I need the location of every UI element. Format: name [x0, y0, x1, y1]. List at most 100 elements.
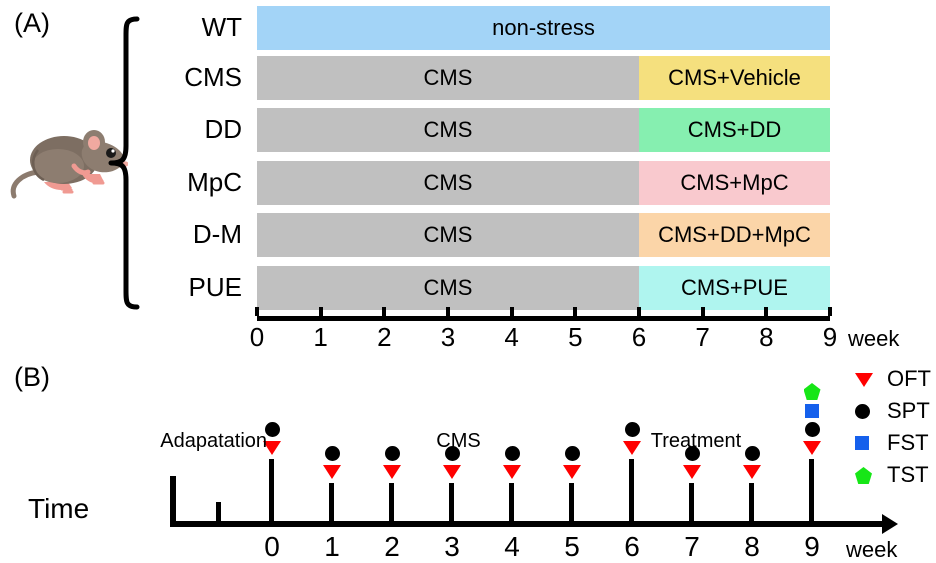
timeline-tick-label-1: 1	[324, 531, 340, 562]
timeline-arrow-icon	[882, 514, 898, 534]
timeline-tick-week-4	[509, 483, 514, 521]
triangle-down-icon	[683, 465, 701, 479]
phase-caption-cms: CMS	[436, 430, 481, 452]
triangle-down-icon	[443, 465, 461, 479]
bar-segment-mpc-1: CMS+MpC	[639, 161, 830, 205]
panel-a-unit-label: week	[848, 326, 900, 351]
circle-icon	[684, 446, 700, 461]
group-label-dd: DD	[204, 114, 242, 144]
circle-icon	[744, 446, 760, 461]
pentagon-icon	[855, 467, 872, 484]
circle-icon	[264, 422, 280, 437]
panel-a-tick-label-3: 3	[440, 322, 456, 352]
timeline-tick-week-9	[809, 459, 814, 521]
timeline-start-bar	[170, 476, 176, 521]
timeline-baseline	[170, 521, 884, 527]
legend-item-oft[interactable]: OFT	[853, 366, 931, 392]
timeline-tick-week-1	[329, 483, 334, 521]
circle-icon	[504, 446, 520, 461]
panel-a-tick-5	[573, 307, 578, 316]
pentagon-icon	[803, 383, 821, 400]
panel-a-tick-4	[509, 307, 514, 316]
triangle-down-icon	[803, 441, 821, 455]
panel-a-tick-label-4: 4	[504, 322, 519, 352]
timeline-pre-tick	[216, 502, 221, 521]
bar-segment-wt-0: non-stress	[257, 6, 830, 50]
timeline-tick-week-3	[449, 483, 454, 521]
panel-a-tick-1	[318, 307, 323, 316]
triangle-down-icon	[853, 368, 875, 390]
bar-segment-pue-0: CMS	[257, 266, 639, 310]
legend-item-spt[interactable]: SPT	[853, 398, 930, 424]
panel-a-tick-label-9: 9	[822, 322, 838, 352]
circle-icon	[853, 400, 875, 422]
panel-a-tick-6	[637, 307, 641, 316]
bar-segment-label: CMS	[423, 222, 473, 247]
legend-item-tst[interactable]: TST	[853, 462, 929, 488]
panel-a-tick-7	[700, 307, 705, 316]
panel-a-tick-3	[446, 307, 450, 316]
timeline-tick-week-5	[569, 483, 574, 521]
square-icon	[805, 404, 819, 418]
bar-segment-label: CMS	[423, 65, 473, 90]
bar-segment-label: CMS	[423, 275, 473, 300]
panel-a-tick-label-8: 8	[759, 322, 774, 352]
panel-a-tick-8	[764, 307, 769, 316]
group-label-cms: CMS	[184, 62, 242, 92]
panel-a-tick-label-7: 7	[695, 322, 710, 352]
panel-b-unit-label: week	[846, 537, 898, 562]
panel-a-tick-0	[255, 307, 259, 316]
panel-a-tick-label-1: 1	[313, 322, 328, 352]
timeline-tick-week-8	[749, 483, 754, 521]
bar-segment-d-m-0: CMS	[257, 213, 639, 257]
bar-segment-label: CMS	[423, 170, 473, 195]
circle-icon	[564, 446, 580, 461]
square-icon	[853, 432, 875, 454]
panel-a-tick-label-2: 2	[377, 322, 392, 352]
timeline-tick-week-6	[629, 459, 634, 521]
legend-item-fst[interactable]: FST	[853, 430, 929, 456]
panel-a-tick-9	[828, 307, 832, 316]
timeline-tick-label-7: 7	[684, 531, 700, 562]
panel-a-tick-2	[382, 307, 387, 316]
triangle-down-icon	[323, 465, 341, 479]
legend-label: TST	[887, 462, 929, 487]
bar-segment-label: CMS+DD+MpC	[658, 222, 811, 247]
panel-b-label: (B)	[14, 362, 50, 392]
time-axis-label: Time	[28, 493, 90, 524]
circle-icon	[624, 422, 640, 437]
circle-icon	[384, 446, 400, 461]
phase-caption-treatment: Treatment	[650, 430, 742, 452]
circle-icon	[804, 422, 820, 437]
timeline-tick-label-4: 4	[504, 531, 520, 562]
triangle-down-icon	[383, 465, 401, 479]
triangle-down-icon	[743, 465, 761, 479]
square-icon	[855, 436, 869, 450]
group-label-pue: PUE	[188, 272, 242, 302]
timeline-tick-label-6: 6	[624, 531, 640, 562]
bar-segment-dd-0: CMS	[257, 108, 639, 152]
timeline-tick-label-2: 2	[384, 531, 400, 562]
group-brace	[104, 14, 140, 312]
phase-caption-adapatation: Adapatation	[160, 430, 268, 452]
group-label-wt: WT	[201, 12, 242, 42]
timeline-tick-label-8: 8	[744, 531, 760, 562]
timeline-tick-label-3: 3	[444, 531, 460, 562]
timeline-tick-label-0: 0	[264, 531, 280, 562]
panel-a-label: (A)	[14, 8, 50, 38]
timeline-tick-label-5: 5	[564, 531, 580, 562]
bar-segment-dd-1: CMS+DD	[639, 108, 830, 152]
timeline-tick-week-2	[389, 483, 394, 521]
triangle-down-icon	[563, 465, 581, 479]
bar-segment-cms-1: CMS+Vehicle	[639, 56, 830, 100]
legend-label: OFT	[887, 366, 931, 391]
bar-segment-label: CMS+PUE	[681, 275, 788, 300]
bar-segment-label: CMS+Vehicle	[668, 65, 801, 90]
legend-label: SPT	[887, 398, 930, 423]
timeline-tick-label-9: 9	[804, 531, 820, 562]
bar-segment-mpc-0: CMS	[257, 161, 639, 205]
bar-segment-label: CMS+MpC	[680, 170, 789, 195]
circle-icon	[855, 404, 870, 419]
bar-segment-d-m-1: CMS+DD+MpC	[639, 213, 830, 257]
timeline-tick-week-7	[689, 483, 694, 521]
